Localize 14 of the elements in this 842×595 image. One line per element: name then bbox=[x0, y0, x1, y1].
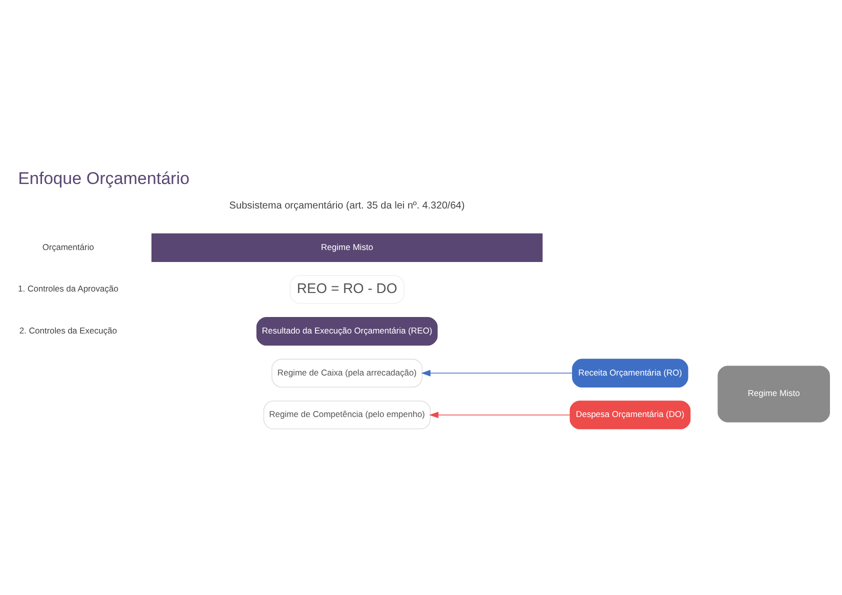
diagram-title: Enfoque Orçamentário bbox=[18, 168, 190, 188]
node-box: Regime de Caixa (pela arrecadação) bbox=[272, 358, 423, 387]
arrow bbox=[429, 411, 570, 418]
label: Orçamentário bbox=[42, 241, 94, 252]
node-box: Regime de Competência (pelo empenho) bbox=[263, 400, 431, 429]
node-box: Resultado da Execução Orçamentária (REO) bbox=[256, 316, 438, 346]
arrow bbox=[421, 369, 573, 376]
node-box: Regime Misto bbox=[151, 232, 543, 262]
label: 1. Controles da Aprovação bbox=[18, 283, 118, 294]
node-box: Receita Orçamentária (RO) bbox=[572, 358, 688, 387]
label: 2. Controles da Execução bbox=[19, 324, 117, 335]
node-box: Despesa Orçamentária (DO) bbox=[570, 400, 691, 429]
label: Subsistema orçamentário (art. 35 da lei nº. 4.320/64) bbox=[229, 200, 465, 211]
node-box: Regime Misto bbox=[718, 365, 830, 422]
